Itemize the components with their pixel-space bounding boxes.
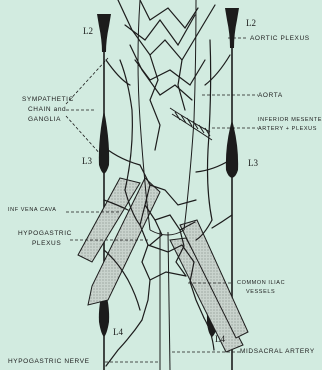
label-common-iliac-1: COMMON ILIAC: [237, 279, 285, 287]
level-l3-left: L3: [82, 156, 92, 166]
level-l2-right: L2: [246, 18, 256, 28]
level-l4-left: L4: [113, 327, 123, 337]
label-sympathetic-3: GANGLIA: [28, 116, 61, 124]
label-inferior-mesenteric-1: INFERIOR MESENTERIC: [258, 116, 322, 124]
label-midsacral-artery: MIDSACRAL ARTERY: [240, 348, 315, 356]
label-inf-vena-cava: INF VENA CAVA: [8, 206, 57, 214]
label-aorta: AORTA: [258, 92, 283, 100]
label-sympathetic-2: CHAIN and: [28, 106, 66, 114]
label-aortic-plexus: AORTIC PLEXUS: [250, 35, 310, 43]
label-common-iliac-2: VESSELS: [246, 288, 275, 296]
inferior-mesenteric-artery: [170, 108, 212, 140]
level-l3-right: L3: [248, 158, 258, 168]
label-sympathetic-1: SYMPATHETIC: [22, 96, 74, 104]
label-inferior-mesenteric-2: ARTERY + PLEXUS: [258, 125, 317, 133]
label-hypogastric-plexus-1: HYPOGASTRIC: [18, 230, 72, 238]
label-hypogastric-nerve: HYPOGASTRIC NERVE: [8, 358, 90, 366]
label-hypogastric-plexus-2: PLEXUS: [32, 240, 61, 248]
level-l2-left: L2: [83, 26, 93, 36]
level-l4-right: L4: [215, 334, 225, 344]
